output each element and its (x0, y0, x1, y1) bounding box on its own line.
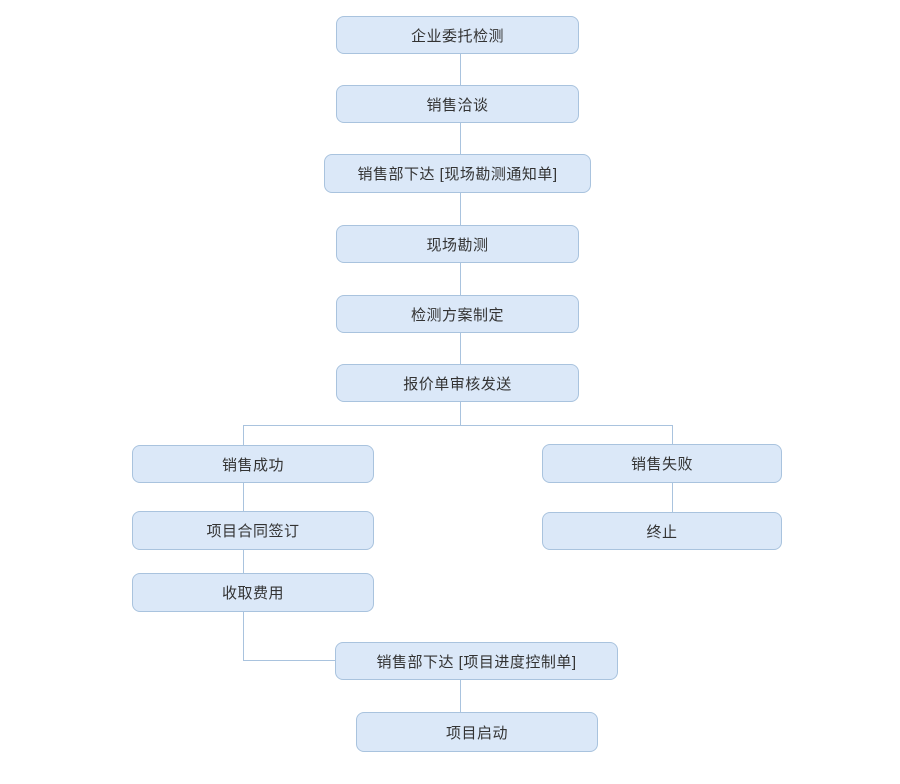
node-sales-dept-issues-progress-control-sheet: 销售部下达 [项目进度控制单] (335, 642, 618, 680)
node-sales-negotiation: 销售洽谈 (336, 85, 579, 123)
connector-failure-to-terminate (672, 483, 673, 512)
node-site-survey: 现场勘测 (336, 225, 579, 263)
node-project-launch: 项目启动 (356, 712, 598, 752)
connector-notice-to-survey (460, 193, 461, 225)
connector-fee-down (243, 612, 244, 661)
node-fee-collection: 收取费用 (132, 573, 374, 612)
connector-quotation-split-stem (460, 402, 461, 425)
connector-plan-to-quotation (460, 333, 461, 364)
connector-survey-to-plan (460, 263, 461, 295)
connector-split-horizontal (243, 425, 672, 426)
node-terminate: 终止 (542, 512, 782, 550)
connector-success-to-contract (243, 483, 244, 511)
connector-control-sheet-to-launch (460, 680, 461, 712)
connector-testing-to-negotiation (460, 54, 461, 85)
connector-split-to-success (243, 425, 244, 445)
connector-fee-to-control-sheet (243, 660, 335, 661)
node-sales-failure: 销售失败 (542, 444, 782, 483)
node-sales-dept-issues-site-survey-notice: 销售部下达 [现场勘测通知单] (324, 154, 591, 193)
node-quotation-review-send: 报价单审核发送 (336, 364, 579, 402)
connector-negotiation-to-notice (460, 123, 461, 154)
connector-split-to-failure (672, 425, 673, 444)
node-enterprise-commissioned-testing: 企业委托检测 (336, 16, 579, 54)
node-project-contract-signing: 项目合同签订 (132, 511, 374, 550)
node-sales-success: 销售成功 (132, 445, 374, 483)
connector-contract-to-fee (243, 550, 244, 573)
node-testing-plan-formulation: 检测方案制定 (336, 295, 579, 333)
